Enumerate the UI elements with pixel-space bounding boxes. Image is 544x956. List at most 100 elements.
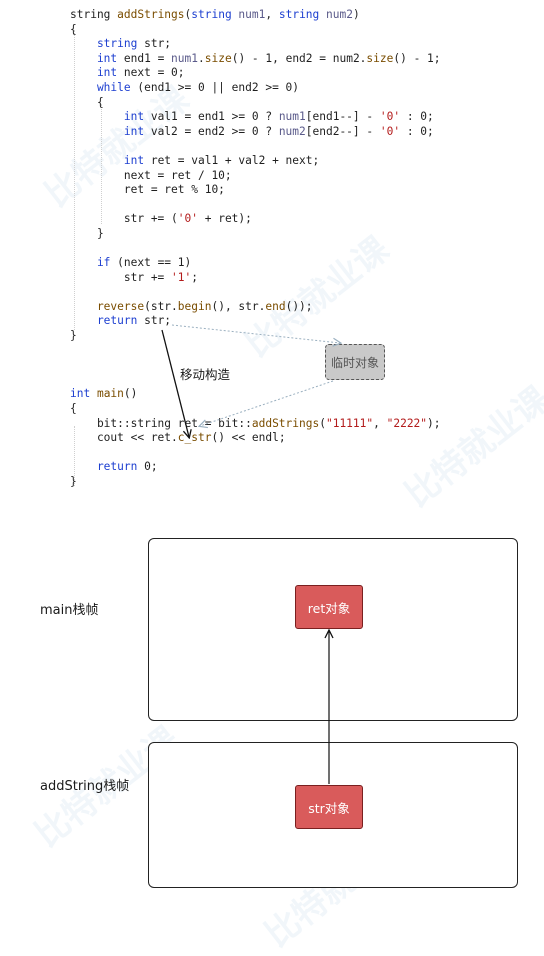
code-token: } bbox=[70, 329, 77, 343]
code-token: str += bbox=[70, 270, 172, 284]
str-object-box: str对象 bbox=[295, 785, 363, 829]
indent-guide bbox=[74, 426, 75, 486]
code-line: next = ret / 10; bbox=[70, 169, 441, 184]
code-line bbox=[70, 446, 441, 461]
code-line: return str; bbox=[70, 314, 441, 329]
code-token: bit::string ret = bit:: bbox=[70, 416, 252, 430]
code-token: { bbox=[70, 22, 77, 36]
code-token: str; bbox=[144, 314, 172, 328]
code-line: { bbox=[70, 23, 441, 38]
code-line: bit::string ret = bit::addStrings("11111… bbox=[70, 417, 441, 432]
temp-object-box: 临时对象 bbox=[325, 344, 385, 380]
code-token: num1 bbox=[278, 110, 306, 124]
code-token: int bbox=[70, 153, 151, 167]
code-token: while bbox=[70, 80, 138, 94]
main-stack-frame bbox=[148, 538, 518, 721]
temp-object-label: 临时对象 bbox=[330, 355, 379, 370]
code-token: { bbox=[70, 95, 104, 109]
code-token: addStrings bbox=[117, 8, 185, 21]
str-object-label: str对象 bbox=[308, 800, 350, 816]
code-token: string bbox=[191, 8, 239, 21]
addstring-frame-label: addString栈帧 bbox=[40, 779, 130, 794]
code-line: while (end1 >= 0 || end2 >= 0) bbox=[70, 81, 441, 96]
code-token: end1 = bbox=[123, 51, 172, 65]
move-construct-label: 移动构造 bbox=[180, 367, 231, 382]
code-token: + ret); bbox=[198, 212, 252, 226]
code-line: return 0; bbox=[70, 460, 441, 475]
main-frame-label: main栈帧 bbox=[40, 603, 99, 618]
code-token: c_str bbox=[177, 431, 212, 445]
code-line: reverse(str.begin(), str.end()); bbox=[70, 300, 441, 315]
code-token: str; bbox=[144, 37, 172, 51]
code-token: main bbox=[96, 387, 124, 401]
code-token: ( bbox=[184, 8, 192, 21]
code-line bbox=[70, 242, 441, 257]
code-line: } bbox=[70, 329, 441, 344]
code-line: int next = 0; bbox=[70, 66, 441, 81]
code-token: int bbox=[70, 66, 124, 80]
code-line: if (next == 1) bbox=[70, 256, 441, 271]
code-token: (next == 1) bbox=[117, 256, 192, 270]
code-token: num1 bbox=[238, 8, 266, 21]
code-token: , bbox=[265, 8, 279, 21]
code-token: next = ret / 10; bbox=[70, 168, 232, 182]
code-token: num1 bbox=[171, 51, 198, 65]
code-token: return bbox=[70, 314, 145, 328]
code-token: val1 = end1 >= 0 ? bbox=[150, 110, 279, 124]
code-token: () << endl; bbox=[211, 431, 286, 445]
addstring-stack-frame bbox=[148, 742, 518, 888]
code-token: num2 bbox=[326, 8, 353, 21]
code-token: : 0; bbox=[400, 110, 434, 124]
code-line: } bbox=[70, 475, 441, 490]
ret-object-label: ret对象 bbox=[307, 600, 351, 616]
code-token: ( bbox=[319, 416, 326, 430]
code-token: '0' bbox=[379, 124, 401, 138]
code-token: ; bbox=[191, 270, 199, 284]
code-token: if bbox=[70, 256, 118, 270]
code-token: end bbox=[265, 299, 286, 313]
code-token: string bbox=[70, 37, 145, 51]
code-line bbox=[70, 198, 441, 213]
code-token: return bbox=[70, 460, 145, 474]
code-token: 0; bbox=[144, 460, 158, 474]
code-token: { bbox=[70, 402, 77, 416]
code-token: "11111" bbox=[325, 416, 374, 430]
ret-object-box: ret对象 bbox=[295, 585, 363, 629]
code-token: ret = ret % 10; bbox=[70, 183, 225, 197]
indent-guide bbox=[101, 104, 102, 224]
code-line bbox=[70, 139, 441, 154]
code-token: int bbox=[70, 124, 151, 138]
code-token: (str. bbox=[144, 299, 178, 313]
code-line: } bbox=[70, 227, 441, 242]
code-token: int bbox=[70, 110, 151, 124]
code-token: cout << ret. bbox=[70, 431, 178, 445]
code-line: int val2 = end2 >= 0 ? num2[end2--] - '0… bbox=[70, 125, 441, 140]
code-token: size bbox=[204, 51, 232, 65]
code-token: () bbox=[123, 387, 138, 401]
code-token: '0' bbox=[177, 212, 198, 226]
code-line: int main() bbox=[70, 387, 441, 402]
code-token: str += ( bbox=[70, 212, 178, 226]
code-line: int ret = val1 + val2 + next; bbox=[70, 154, 441, 169]
code-token: next = 0; bbox=[123, 66, 185, 80]
code-token: ret = val1 + val2 + next; bbox=[150, 153, 320, 167]
code-token: ()); bbox=[285, 299, 313, 313]
code-line: str += '1'; bbox=[70, 271, 441, 286]
code-token: int bbox=[70, 387, 97, 401]
code-line: { bbox=[70, 96, 441, 111]
code-line: { bbox=[70, 402, 441, 417]
code-token: reverse bbox=[70, 299, 145, 313]
code-token: val2 = end2 >= 0 ? bbox=[150, 124, 279, 138]
code-token: [end1--] - bbox=[305, 110, 380, 124]
code-token: num2 bbox=[278, 124, 306, 138]
code-token: [end2--] - bbox=[305, 124, 380, 138]
code-line: ret = ret % 10; bbox=[70, 183, 441, 198]
code-token: '0' bbox=[379, 110, 401, 124]
code-token: () - 1, end2 = num2. bbox=[231, 51, 367, 65]
code-token: begin bbox=[177, 299, 212, 313]
code-token: , bbox=[373, 416, 387, 430]
code-listing: string addStrings(string num1, string nu… bbox=[70, 8, 441, 490]
code-token: addStrings bbox=[251, 416, 320, 430]
code-token: (end1 >= 0 || end2 >= 0) bbox=[137, 80, 300, 94]
code-token: (), str. bbox=[211, 299, 266, 313]
